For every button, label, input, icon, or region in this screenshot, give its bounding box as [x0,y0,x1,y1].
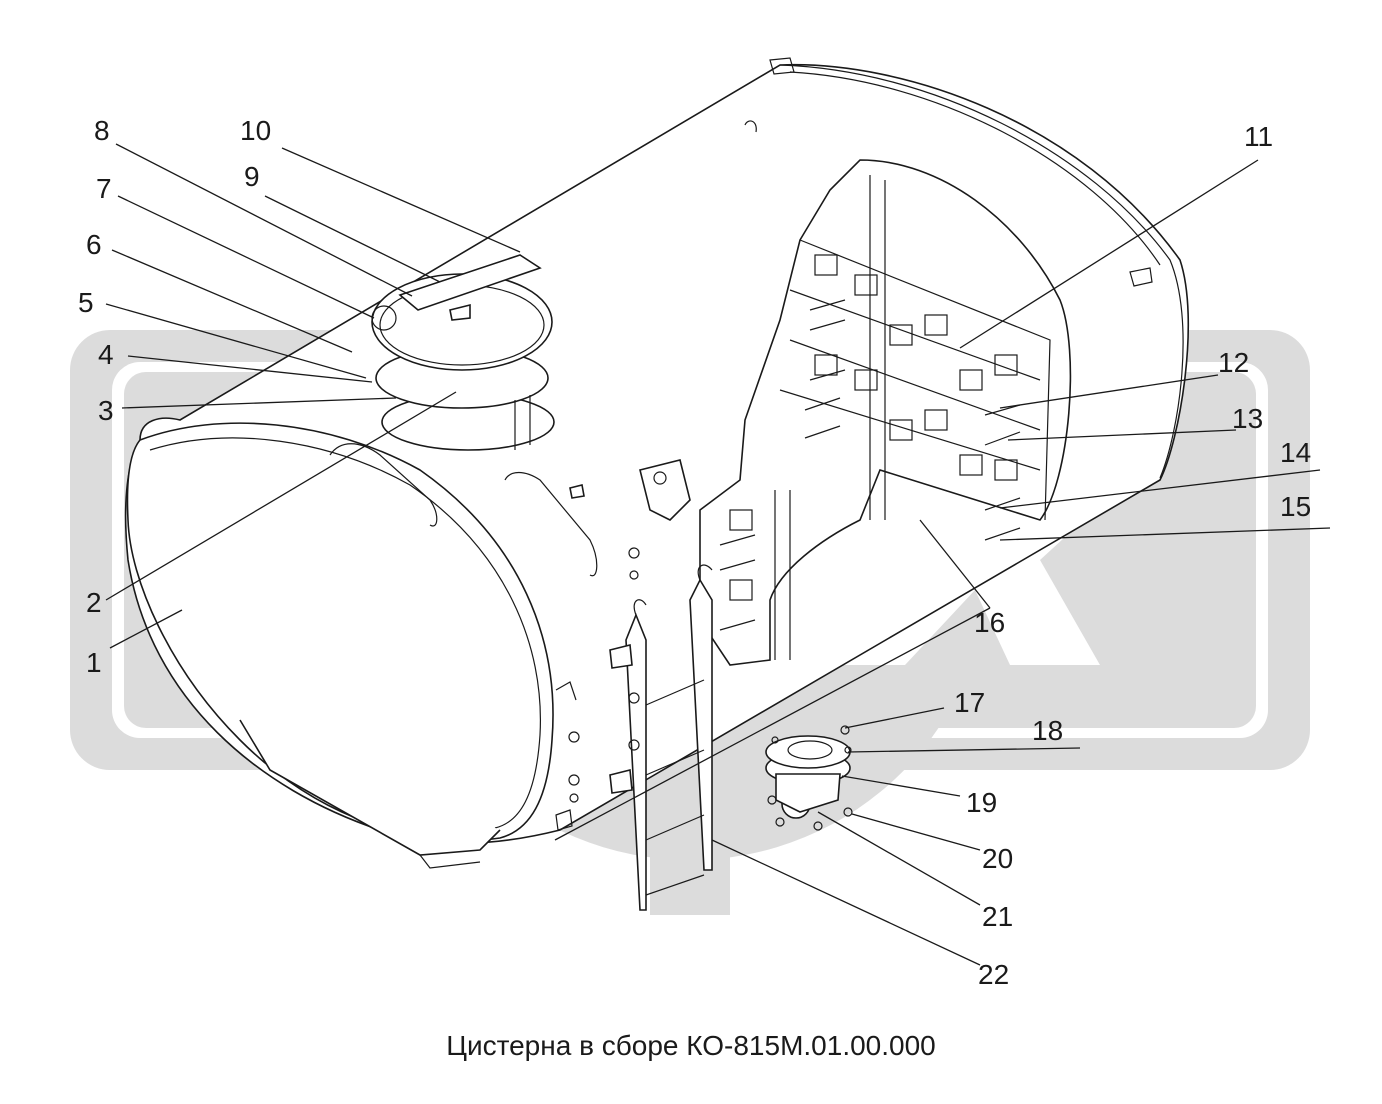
callout-12: 12 [1218,347,1249,378]
callout-16: 16 [974,607,1005,638]
callout-3: 3 [98,395,114,426]
callout-1: 1 [86,647,102,678]
callout-22: 22 [978,959,1009,990]
callout-8: 8 [94,115,110,146]
callout-15: 15 [1280,491,1311,522]
callout-21: 21 [982,901,1013,932]
callout-18: 18 [1032,715,1063,746]
callout-10: 10 [240,115,271,146]
callout-9: 9 [244,161,260,192]
callout-labels: 1 2 3 4 5 6 7 8 9 10 11 12 13 14 15 16 1… [78,115,1311,990]
callout-2: 2 [86,587,102,618]
ladder [609,564,713,911]
callout-5: 5 [78,287,94,318]
callout-4: 4 [98,339,114,370]
drawing-title: Цистерна в сборе КО-815М.01.00.000 [446,1030,936,1061]
callout-13: 13 [1232,403,1263,434]
callout-6: 6 [86,229,102,260]
callout-17: 17 [954,687,985,718]
callout-7: 7 [96,173,112,204]
callout-20: 20 [982,843,1013,874]
fasteners [555,57,1153,831]
leader-lines [105,143,1331,966]
manhole-hatch [371,254,555,451]
callout-11: 11 [1244,121,1273,152]
callout-14: 14 [1280,437,1311,468]
internal-baffle [699,159,1072,666]
callout-19: 19 [966,787,997,818]
